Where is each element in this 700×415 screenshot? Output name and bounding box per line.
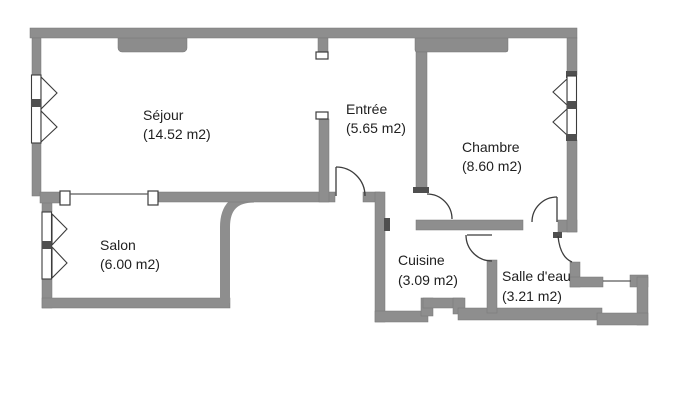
room-label-chambre: Chambre (8.60 m2) [462,139,522,174]
wall-recess-bottom [596,312,649,326]
doors [335,166,573,263]
room-labels: Séjour (14.52 m2) Entrée (5.65 m2) Chamb… [100,101,571,304]
room-label-salon: Salon (6.00 m2) [100,237,160,272]
door-icon-chambre-south [531,196,558,223]
door-jamb-block-icon [384,218,390,231]
wall-bottom-right-run [457,307,603,321]
wall-top [29,27,578,39]
wall-cuisine-left [374,191,386,323]
casement-window-icon [41,211,68,280]
wall-partition-sejour-entree [318,118,330,203]
room-name: Chambre [462,139,520,155]
passage-cap-icon [315,111,329,120]
opening-jamb-icon [147,190,159,206]
room-name: Entrée [346,101,387,117]
room-name: Salon [100,237,136,253]
wall-chambre-right-upper [566,37,578,76]
passage-cap-icon [315,51,329,60]
wall-salon-bottom [41,297,231,309]
wall-cuisine-bottom-left [374,310,429,323]
room-label-salledeau: Salle d'eau (3.21 m2) [502,268,571,304]
room-name: Cuisine [398,252,445,268]
wall-chambre-right-lower [566,139,578,233]
wall-salon-right-curved [220,192,255,303]
room-area: (14.52 m2) [143,126,211,142]
wall-sejour-left-lower [31,142,42,197]
wall-south-middle [157,191,336,203]
room-area: (3.21 m2) [502,288,562,304]
room-area: (3.09 m2) [398,272,458,288]
room-label-sejour: Séjour (14.52 m2) [143,107,211,142]
wall-salledeau-left [486,259,498,314]
door-icon-salledeau-right [557,235,573,263]
room-name: Séjour [143,107,184,123]
room-name: Salle d'eau [502,268,571,284]
opening-jamb-icon [59,190,71,206]
wall-fittings [59,51,631,282]
room-area: (8.60 m2) [462,158,522,174]
casement-window-icon [30,74,58,144]
wall-sejour-left-upper [31,37,42,76]
door-jamb-block-icon [553,232,562,238]
walls [29,27,649,326]
room-area: (6.00 m2) [100,256,160,272]
door-icon-chambre [426,193,453,220]
door-icon-salledeau [465,234,493,262]
room-label-cuisine: Cuisine (3.09 m2) [398,252,458,288]
room-label-entree: Entrée (5.65 m2) [346,101,406,136]
wall-chambre-south [415,219,524,231]
room-area: (5.65 m2) [346,120,406,136]
windows [30,71,578,280]
wall-recess-top [569,276,604,288]
wall-partition-end-cap [413,187,429,193]
wall-divider-stub [39,191,62,204]
wall-partition-entree-chambre [415,51,428,189]
door-icon-entree [335,166,366,197]
casement-window-icon [552,71,578,141]
wall-partition-sejour-entree-stub [317,37,329,53]
